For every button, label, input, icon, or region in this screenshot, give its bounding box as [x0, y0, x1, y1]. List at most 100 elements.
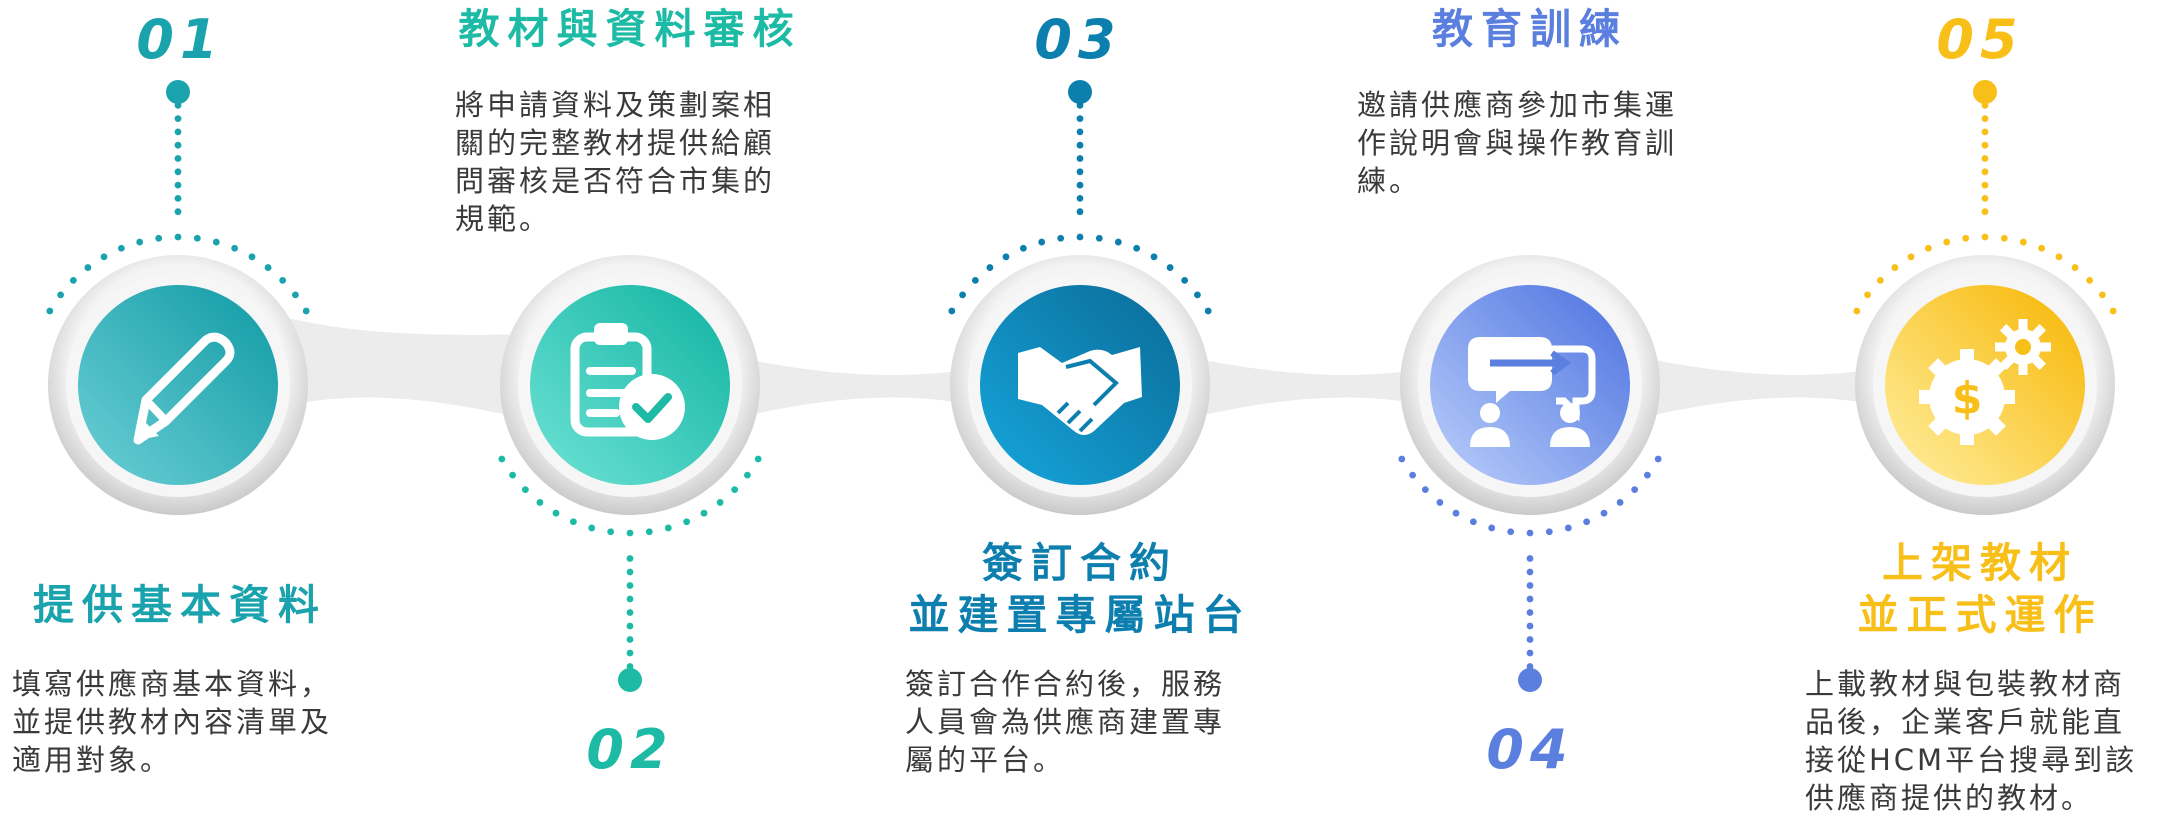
- connector-dot: [1981, 195, 1989, 202]
- connector-dot: [46, 307, 54, 315]
- connector-dot: [1600, 509, 1608, 517]
- connector-dot: [136, 238, 144, 246]
- connector-dot: [264, 264, 272, 271]
- connector-dot: [731, 486, 739, 494]
- step-1-number: 01: [136, 8, 224, 71]
- connector-dot: [1204, 307, 1212, 315]
- connector-dot: [2086, 276, 2094, 284]
- step-1-graphic: [46, 80, 310, 515]
- connector-dot: [1488, 524, 1496, 532]
- connector-dot: [174, 155, 182, 162]
- step-3-graphic: [948, 80, 1212, 515]
- pencil-icon: [133, 332, 235, 445]
- connector-dot: [1876, 276, 1884, 284]
- connector-dot: [1654, 455, 1662, 463]
- handshake-icon: [1018, 347, 1142, 435]
- connector-dot: [69, 276, 77, 284]
- connector-dot: [626, 595, 634, 603]
- connector-dot: [174, 181, 182, 189]
- connector-dot: [536, 499, 544, 506]
- connector-dot: [100, 253, 108, 261]
- connector-dot: [155, 234, 163, 242]
- connector-dot: [1076, 155, 1084, 162]
- connector-dot: [1150, 253, 1158, 261]
- connector-dot: [1526, 568, 1534, 576]
- connector-dot: [1981, 141, 1989, 149]
- connector-dot: [1114, 238, 1122, 246]
- connector-dot: [1076, 115, 1084, 122]
- step-3-title-line-1: 簽訂合約: [982, 539, 1178, 587]
- connector-dot: [2109, 307, 2117, 315]
- connector-dot: [1507, 528, 1515, 536]
- connector-dot: [509, 471, 516, 479]
- connector-dot: [521, 486, 529, 494]
- connector-dot: [2019, 238, 2027, 246]
- step-1-description: 填寫供應商基本資料， 並提供教材內容清單及 適用對象。: [12, 667, 333, 777]
- connector-dot: [1076, 233, 1084, 241]
- connector-dot: [1194, 291, 1201, 299]
- connector-dot: [1181, 276, 1189, 284]
- connector-dot: [193, 234, 201, 242]
- connector-dot: [174, 195, 182, 202]
- connector-dot: [1398, 455, 1406, 463]
- connector-dot: [1853, 307, 1861, 315]
- connector-dot: [1631, 486, 1639, 494]
- connector-dot: [971, 276, 979, 284]
- connector-dot: [754, 455, 762, 463]
- step-5-number: 05: [1936, 8, 2024, 71]
- connector-dot: [683, 518, 691, 526]
- connector-dot: [552, 509, 560, 517]
- connector-node: [166, 80, 190, 104]
- connector-dot: [744, 471, 751, 479]
- connector-dot: [1526, 636, 1534, 643]
- connector-dot: [1981, 233, 1989, 241]
- connector-dot: [117, 244, 125, 252]
- step-2-number: 02: [586, 718, 674, 781]
- connector-dot: [1526, 649, 1534, 657]
- step-5-graphic: $: [1853, 80, 2117, 515]
- connector-dot: [716, 499, 724, 506]
- connector-dot: [1076, 208, 1084, 216]
- connector-node: [618, 668, 642, 692]
- connector-node: [1973, 80, 1997, 104]
- connector-dot: [84, 264, 92, 271]
- connector-dot: [1981, 168, 1989, 176]
- svg-text:$: $: [1952, 373, 1983, 424]
- connector-dot: [1076, 128, 1084, 136]
- step-3-number: 03: [1034, 8, 1122, 71]
- step-2-description: 將申請資料及策劃案相 關的完整教材提供給顧 問審核是否符合市集的 規範。: [455, 88, 776, 236]
- connector-dot: [2000, 234, 2008, 242]
- connector-dot: [959, 291, 966, 299]
- connector-dot: [626, 636, 634, 643]
- connector-dot: [1526, 609, 1534, 616]
- connector-dot: [1907, 253, 1915, 261]
- connector-dot: [1891, 264, 1899, 271]
- connector-dot: [1469, 518, 1477, 526]
- connector-dot: [588, 524, 596, 532]
- step-4-number: 04: [1486, 718, 1574, 781]
- connector-dot: [1526, 622, 1534, 630]
- connector-dot: [174, 141, 182, 149]
- connector-dot: [1943, 238, 1951, 246]
- connector-dot: [1019, 244, 1027, 252]
- connector-dot: [302, 307, 310, 315]
- connector-dot: [1644, 471, 1651, 479]
- connector-dot: [498, 455, 506, 463]
- connector-dot: [626, 649, 634, 657]
- connector-dot: [1526, 582, 1534, 589]
- connector-dot: [1076, 141, 1084, 149]
- connector-dot: [1526, 529, 1534, 537]
- connector-dot: [1002, 253, 1010, 261]
- connector-dot: [645, 528, 653, 536]
- connector-dot: [664, 524, 672, 532]
- connector-node: [1518, 668, 1542, 692]
- connector-dot: [1452, 509, 1460, 517]
- step-1-title: 提供基本資料: [33, 581, 327, 629]
- connector-dot: [1545, 528, 1553, 536]
- step-2-title: 教材與資料審核: [458, 5, 802, 53]
- step-3-title-line-2: 並建置專屬站台: [908, 591, 1252, 639]
- connector-dot: [1421, 486, 1429, 494]
- connector-dot: [1583, 518, 1591, 526]
- connector-dot: [569, 518, 577, 526]
- connector-dot: [174, 233, 182, 241]
